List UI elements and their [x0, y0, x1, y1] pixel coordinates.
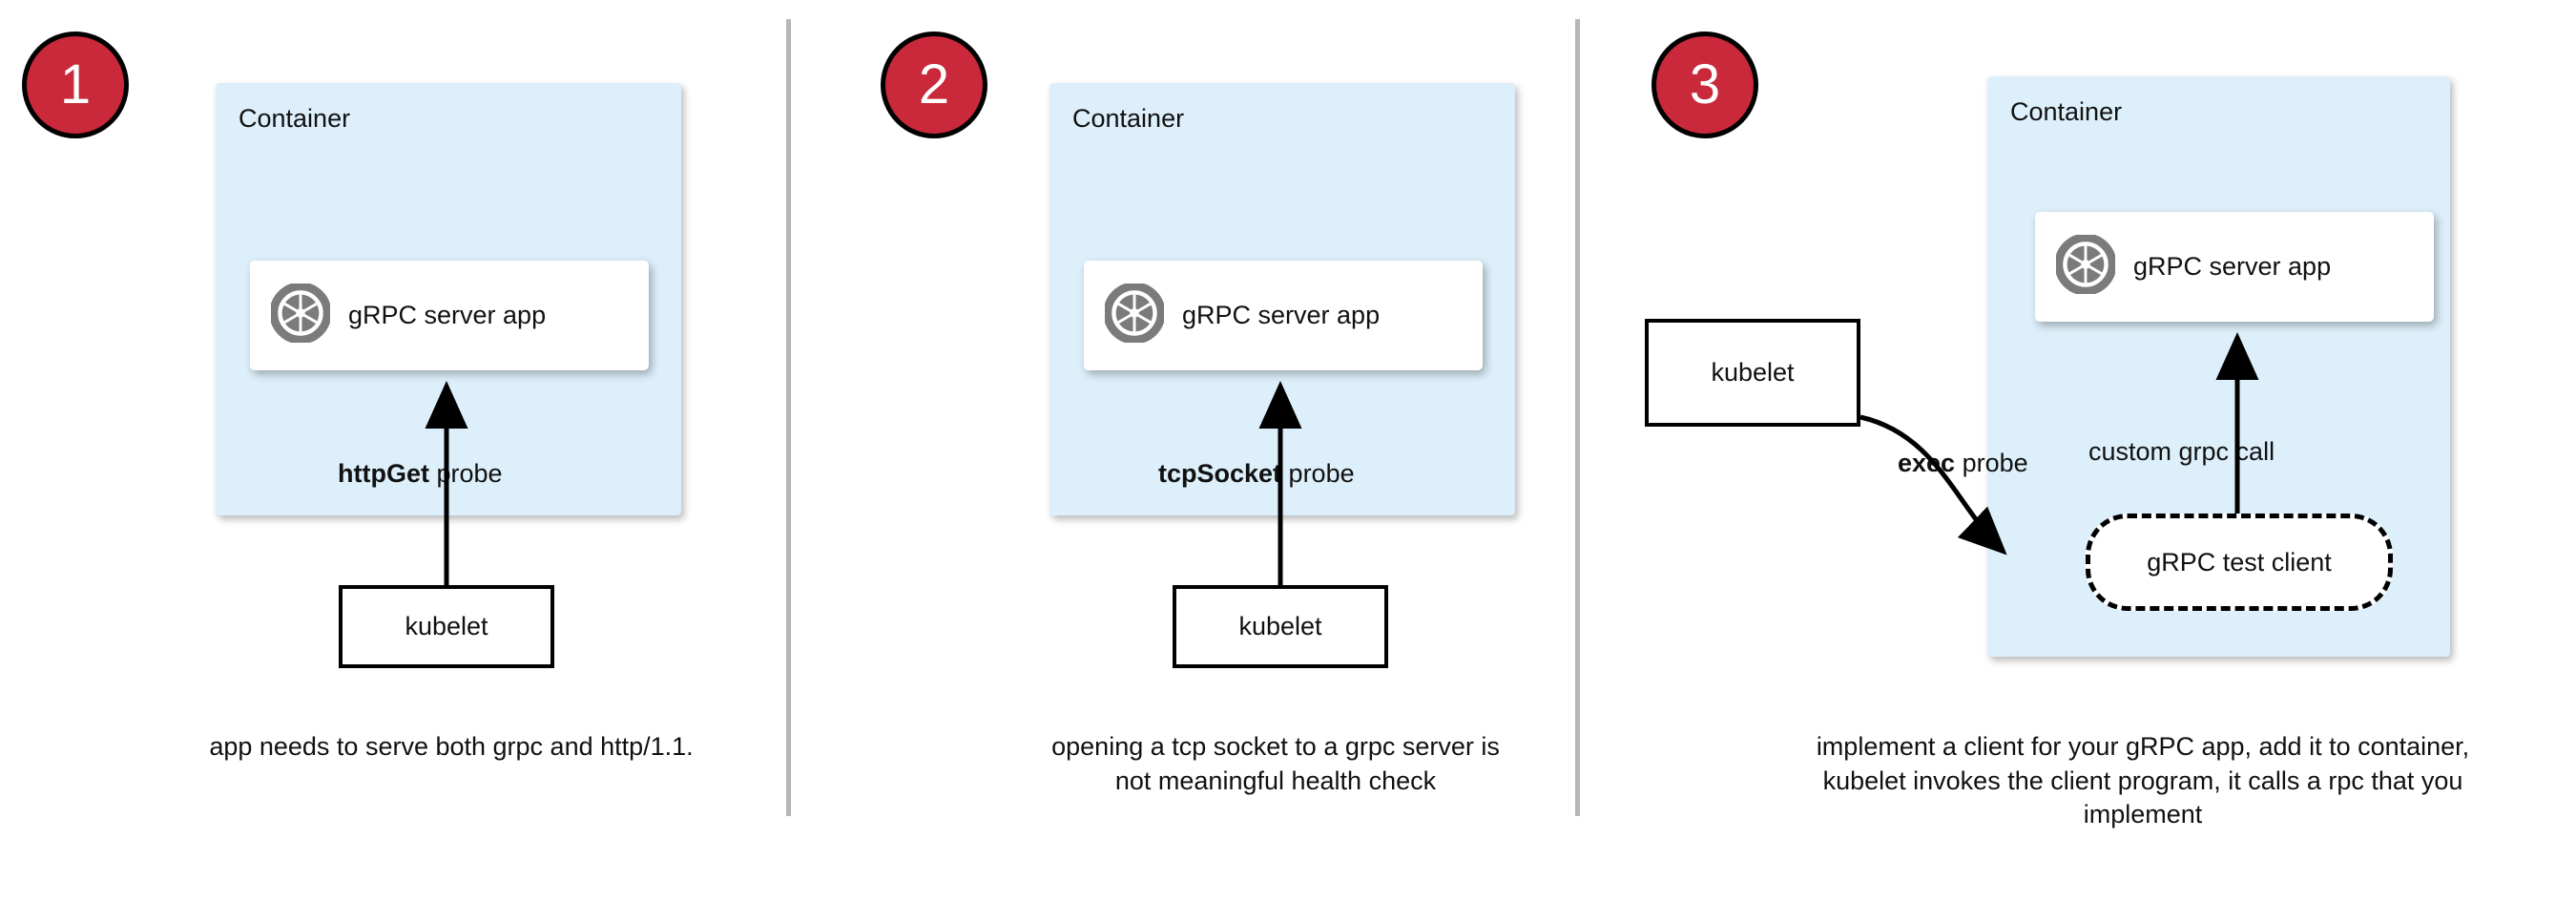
- probe-label-rest-1: probe: [428, 459, 503, 488]
- step-badge-number: 2: [918, 53, 950, 115]
- probe-label-rest-2: probe: [1281, 459, 1355, 488]
- container-label-2: Container: [1072, 104, 1185, 133]
- kubelet-box-1: kubelet: [339, 585, 554, 668]
- exec-probe-label-rest: probe: [1955, 449, 2028, 477]
- exec-probe-label-bold: exec: [1898, 449, 1956, 477]
- kubelet-box-3: kubelet: [1645, 319, 1860, 427]
- panel-separator-2: [1575, 19, 1580, 816]
- arrow-kubelet-to-test-client: [1859, 414, 2007, 556]
- step-badge-3: 3: [1652, 31, 1758, 138]
- step-badge-number: 1: [59, 53, 92, 115]
- grpc-server-app-card-2: gRPC server app: [1084, 261, 1483, 370]
- exec-probe-label: exec probe: [1898, 449, 2028, 478]
- kubelet-label-3: kubelet: [1711, 358, 1795, 387]
- grpc-test-client-box: gRPC test client: [2086, 514, 2393, 611]
- kubelet-label-1: kubelet: [405, 612, 488, 640]
- container-label-1: Container: [239, 104, 351, 133]
- grpc-server-app-label-3: gRPC server app: [2133, 252, 2332, 281]
- panel-caption-3: implement a client for your gRPC app, ad…: [1816, 732, 2470, 829]
- grpc-server-app-label-2: gRPC server app: [1182, 301, 1381, 329]
- grpc-aperture-icon: [269, 282, 332, 347]
- container-label-3: Container: [2010, 97, 2123, 126]
- kubelet-box-2: kubelet: [1173, 585, 1388, 668]
- grpc-aperture-icon: [2054, 233, 2117, 299]
- custom-grpc-call-label: custom grpc call: [2088, 437, 2275, 466]
- grpc-aperture-icon: [1103, 282, 1166, 347]
- kubelet-label-2: kubelet: [1238, 612, 1322, 640]
- step-badge-number: 3: [1689, 53, 1721, 115]
- step-badge-2: 2: [881, 31, 987, 138]
- probe-label-bold-2: tcpSocket: [1158, 459, 1282, 488]
- grpc-test-client-label: gRPC test client: [2147, 547, 2332, 577]
- grpc-server-app-card-3: gRPC server app: [2035, 212, 2434, 322]
- grpc-server-app-label-1: gRPC server app: [348, 301, 547, 329]
- probe-label-1: httpGet probe: [338, 459, 503, 489]
- panel-caption-1: app needs to serve both grpc and http/1.…: [209, 732, 694, 761]
- probe-label-bold-1: httpGet: [338, 459, 429, 488]
- probe-label-2: tcpSocket probe: [1158, 459, 1355, 489]
- panel-separator-1: [786, 19, 791, 816]
- grpc-server-app-card-1: gRPC server app: [250, 261, 649, 370]
- panel-caption-2: opening a tcp socket to a grpc server is…: [1051, 732, 1500, 795]
- step-badge-1: 1: [22, 31, 129, 138]
